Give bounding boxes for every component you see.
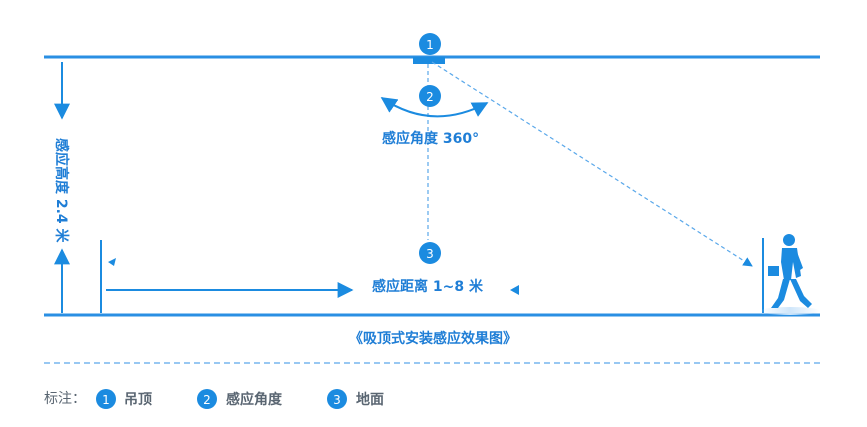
svg-text:地面: 地面	[356, 391, 384, 408]
angle-label: 感应角度 360°	[382, 130, 479, 147]
angle-arc	[380, 97, 489, 118]
marker-1: 1	[419, 33, 441, 55]
svg-text:2: 2	[203, 393, 211, 407]
marker-2: 2	[419, 85, 441, 107]
walking-person-icon	[760, 234, 820, 315]
distance-arrowhead-right	[510, 285, 519, 295]
svg-text:1: 1	[426, 38, 434, 52]
legend: 标注： 1 吊顶 2 感应角度 3 地面	[44, 389, 384, 409]
legend-item-2: 2 感应角度	[197, 389, 283, 409]
legend-item-1: 1 吊顶	[96, 389, 152, 409]
small-arrowhead-left	[108, 258, 116, 266]
svg-text:感应角度: 感应角度	[226, 391, 283, 408]
svg-text:3: 3	[333, 393, 341, 407]
diagram-caption: 《吸顶式安装感应效果图》	[349, 330, 517, 347]
svg-text:吊顶: 吊顶	[124, 392, 152, 408]
legend-title: 标注：	[44, 391, 86, 407]
svg-text:1: 1	[102, 393, 110, 407]
distance-label: 感应距离 1~8 米	[372, 278, 484, 295]
legend-item-3: 3 地面	[327, 389, 384, 409]
detection-ray	[431, 61, 753, 267]
marker-3: 3	[419, 242, 441, 264]
sensor-device	[413, 57, 445, 64]
height-label: 感应高度 2.4 米	[53, 138, 70, 244]
svg-text:3: 3	[426, 247, 434, 261]
svg-text:2: 2	[426, 90, 434, 104]
